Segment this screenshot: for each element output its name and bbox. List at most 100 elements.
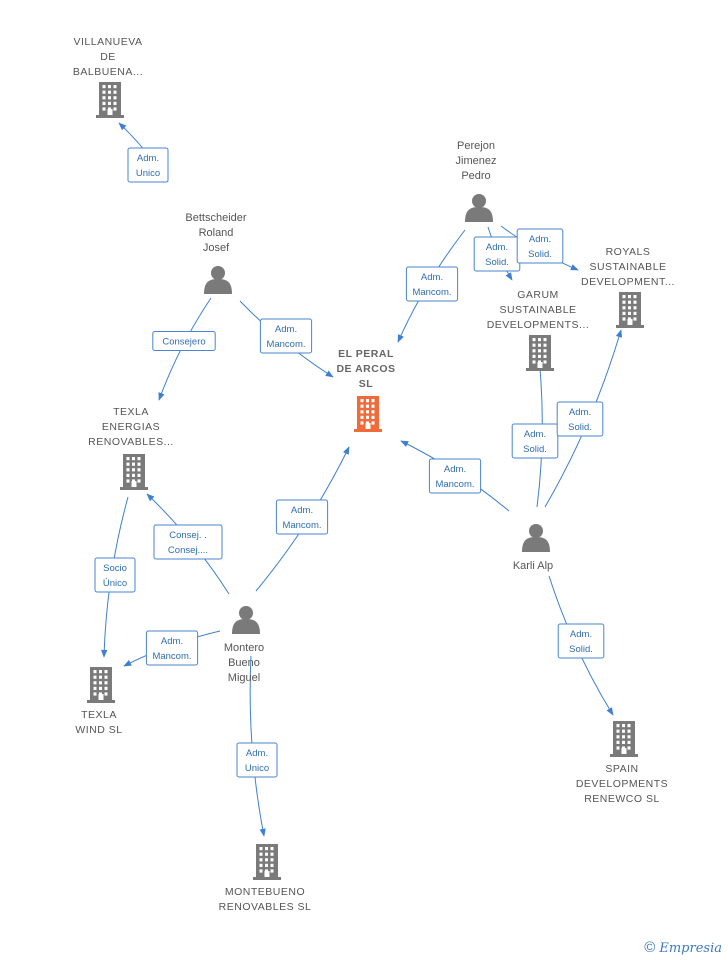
node-label: EL PERAL bbox=[338, 348, 394, 360]
relation-label[interactable]: Consej. . Consej.... bbox=[153, 524, 223, 560]
node-elperal[interactable]: EL PERAL DE ARCOS SL bbox=[336, 348, 395, 432]
relation-label-text: Socio bbox=[103, 563, 127, 574]
relation-label[interactable]: Adm. Solid. bbox=[511, 423, 559, 459]
node-label: BALBUENA... bbox=[73, 66, 143, 78]
building-icon bbox=[616, 292, 644, 328]
relation-label[interactable]: Adm. Solid. bbox=[556, 401, 604, 437]
node-villanueva[interactable]: VILLANUEVADEBALBUENA... bbox=[73, 36, 143, 118]
relation-label-text: Adm. bbox=[246, 748, 268, 759]
relation-label-box bbox=[511, 423, 559, 459]
relation-label-box bbox=[405, 266, 459, 302]
relation-label-text: Mancom. bbox=[412, 287, 451, 298]
relation-label-text: Unico bbox=[136, 168, 160, 179]
node-label: MONTEBUENO bbox=[225, 886, 305, 898]
node-label: Jimenez bbox=[456, 155, 497, 167]
brand-logo: Empresia bbox=[659, 941, 722, 956]
relation-label[interactable]: Adm. Unico bbox=[236, 742, 278, 778]
relation-label-text: Adm. bbox=[444, 464, 466, 475]
relation-label[interactable]: Adm.Solid. bbox=[557, 623, 605, 659]
relation-label[interactable]: Adm. Mancom. bbox=[145, 630, 199, 666]
relation-label-text: Adm. bbox=[161, 636, 183, 647]
relation-label-text: Adm. bbox=[291, 505, 313, 516]
relation-label-text: Único bbox=[103, 578, 127, 589]
relation-label-box bbox=[127, 147, 169, 183]
node-karli[interactable]: Karli Alp bbox=[513, 524, 553, 572]
node-label: DE ARCOS bbox=[336, 363, 395, 375]
node-label: RENOVABLES SL bbox=[219, 901, 312, 913]
relation-label[interactable]: Adm. Mancom. bbox=[405, 266, 459, 302]
node-label: SUSTAINABLE bbox=[589, 261, 666, 273]
node-label: TEXLA bbox=[81, 709, 117, 721]
relation-label-text: Adm. bbox=[569, 407, 591, 418]
relation-label[interactable]: Adm. Mancom. bbox=[275, 499, 329, 535]
node-montebueno[interactable]: MONTEBUENO RENOVABLES SL bbox=[219, 844, 312, 913]
node-label: GARUM bbox=[517, 289, 559, 301]
node-royals[interactable]: ROYALSSUSTAINABLEDEVELOPMENT... bbox=[581, 246, 675, 328]
person-icon bbox=[465, 194, 493, 222]
relation-label-text: Adm. bbox=[486, 242, 508, 253]
relation-label-text: Adm. bbox=[524, 429, 546, 440]
node-label: Bueno bbox=[228, 657, 260, 669]
relation-label-text: Mancom. bbox=[266, 339, 305, 350]
node-label: DE bbox=[100, 51, 116, 63]
node-label: Pedro bbox=[461, 170, 490, 182]
node-label: ENERGIAS bbox=[102, 421, 160, 433]
node-label: RENEWCO SL bbox=[584, 793, 660, 805]
building-icon bbox=[253, 844, 281, 880]
relation-label-text: Mancom. bbox=[435, 479, 474, 490]
node-label: Montero bbox=[224, 642, 264, 654]
relation-label-box bbox=[259, 318, 313, 354]
node-label: SUSTAINABLE bbox=[499, 304, 576, 316]
node-label: Josef bbox=[203, 242, 230, 254]
relation-label-text: Solid. bbox=[569, 644, 593, 655]
relation-label[interactable]: Adm. Unico bbox=[127, 147, 169, 183]
building-icon bbox=[96, 82, 124, 118]
relation-label-box bbox=[557, 623, 605, 659]
footer-brand[interactable]: ©Empresia bbox=[644, 939, 722, 956]
relation-label-text: Consej.... bbox=[168, 545, 208, 556]
person-icon bbox=[204, 266, 232, 294]
relation-label-box bbox=[236, 742, 278, 778]
relation-label-box bbox=[556, 401, 604, 437]
relation-label-text: Consej. . bbox=[169, 530, 207, 541]
node-label: DEVELOPMENTS bbox=[576, 778, 668, 790]
relation-label-text: Mancom. bbox=[282, 520, 321, 531]
node-label: Bettscheider bbox=[185, 212, 246, 224]
relation-label[interactable]: Adm. Solid. bbox=[516, 228, 564, 264]
node-label: WIND SL bbox=[75, 724, 122, 736]
relation-label-text: Adm. bbox=[137, 153, 159, 164]
relation-labels-layer: Adm.UnicoConsejeroAdm.Mancom.Adm.Mancom.… bbox=[94, 147, 605, 778]
node-texla_energias[interactable]: TEXLAENERGIASRENOVABLES... bbox=[88, 406, 174, 490]
relation-label-text: Solid. bbox=[523, 444, 547, 455]
relation-label-text: Consejero bbox=[162, 337, 205, 348]
node-garum[interactable]: GARUM SUSTAINABLE DEVELOPMENTS... bbox=[487, 289, 590, 371]
relation-label-text: Mancom. bbox=[152, 651, 191, 662]
relation-label-text: Solid. bbox=[568, 422, 592, 433]
node-label: ROYALS bbox=[606, 246, 651, 258]
relation-label-text: Solid. bbox=[485, 257, 509, 268]
relation-label[interactable]: Consejero bbox=[152, 331, 216, 351]
node-label: DEVELOPMENTS... bbox=[487, 319, 590, 331]
building-icon bbox=[120, 454, 148, 490]
node-label: SL bbox=[359, 378, 374, 390]
relation-label[interactable]: Adm. Mancom. bbox=[428, 458, 482, 494]
node-label: Roland bbox=[199, 227, 234, 239]
relation-label-text: Unico bbox=[245, 763, 269, 774]
node-label: Miguel bbox=[228, 672, 260, 684]
person-icon bbox=[522, 524, 550, 552]
relation-label-box bbox=[428, 458, 482, 494]
relation-label-box bbox=[275, 499, 329, 535]
node-texla_wind[interactable]: TEXLA WIND SL bbox=[75, 667, 122, 736]
relation-label-box bbox=[152, 331, 216, 351]
relation-label[interactable]: Adm. Solid. bbox=[473, 236, 521, 272]
relation-label-text: Adm. bbox=[421, 272, 443, 283]
relation-label[interactable]: Adm.Mancom. bbox=[259, 318, 313, 354]
relation-label-text: Adm. bbox=[529, 234, 551, 245]
relation-label-text: Solid. bbox=[528, 249, 552, 260]
